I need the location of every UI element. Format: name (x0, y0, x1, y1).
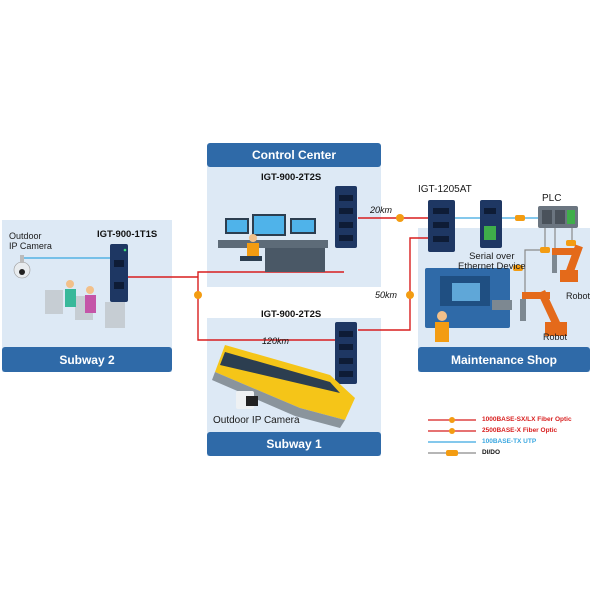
subway2-header: Subway 2 (2, 347, 172, 372)
legend-100base-utp: 100BASE-TX UTP (482, 438, 537, 445)
badge-dido-3 (513, 265, 523, 271)
fiber-subway2-to-control (128, 271, 335, 341)
switch-igt-900-2t2s-bottom (335, 322, 357, 384)
robot-arm-1 (552, 244, 583, 282)
label-outdoor-ip-camera-bottom: Outdoor IP Camera (213, 415, 300, 426)
legend-lines (428, 417, 476, 456)
link-badges (194, 214, 576, 299)
distance-20km: 20km (370, 205, 393, 215)
distance-120km: 120km (262, 336, 290, 346)
distance-50km: 50km (375, 290, 398, 300)
device-label-igt-900-1t1s: IGT-900-1T1S (97, 229, 158, 240)
badge-50km (406, 291, 414, 299)
dido-plc-robot2 (524, 228, 546, 300)
control-center-header: Control Center (207, 143, 381, 167)
badge-utp (515, 215, 525, 221)
switch-igt-900-2t2s-top (335, 186, 357, 248)
subway1-header: Subway 1 (207, 432, 381, 456)
serial-ethernet-device (480, 200, 502, 248)
badge-20km (396, 214, 404, 222)
label-robot-2: Robot (543, 332, 568, 342)
device-label-plc: PLC (542, 193, 562, 204)
fiber-50km (358, 237, 428, 331)
switch-igt-900-1t1s (110, 244, 128, 302)
maintenance-header: Maintenance Shop (418, 347, 590, 372)
plc-unit (538, 206, 578, 228)
machine-illustration (425, 268, 512, 342)
device-label-igt-900-2t2s-bottom: IGT-900-2T2S (261, 309, 322, 320)
turnstile-illustration (13, 255, 125, 328)
robot-arm-2 (520, 289, 567, 336)
badge-dido-2 (566, 240, 576, 246)
dido-links (524, 228, 573, 300)
device-label-igt-900-2t2s-top: IGT-900-2T2S (261, 172, 322, 183)
legend-2500base-fiber: 2500BASE-X Fiber Optic (482, 427, 558, 434)
legend-dido: DI/DO (482, 449, 501, 456)
device-label-igt-1205at: IGT-1205AT (418, 184, 472, 195)
train-illustration (212, 345, 355, 428)
label-robot-1: Robot (566, 291, 591, 301)
control-room-illustration (218, 214, 328, 272)
switch-igt-1205at (428, 200, 455, 252)
badge-subway2 (194, 291, 202, 299)
fiber-links (128, 217, 428, 341)
badge-dido-1 (540, 247, 550, 253)
label-outdoor-ip-camera-left: Outdoor IP Camera (9, 231, 52, 251)
label-serial-device: Serial over Ethernet Device (458, 251, 526, 272)
legend-1000base-fiber: 1000BASE-SX/LX Fiber Optic (482, 416, 572, 423)
